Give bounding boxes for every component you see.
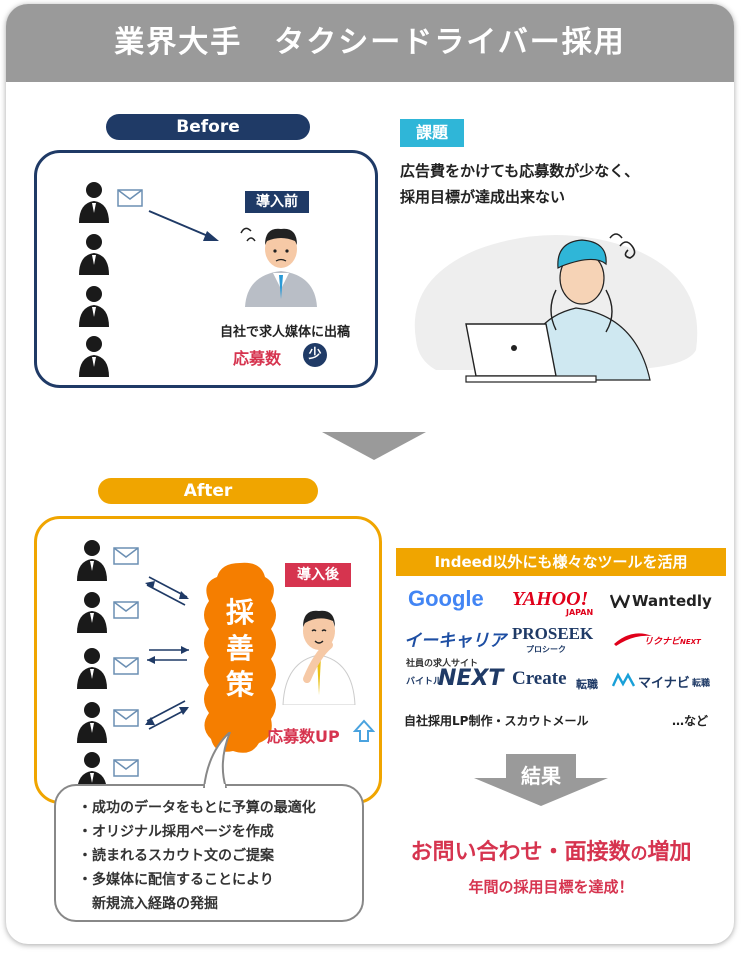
- strategy-list: ・成功のデータをもとに予算の最適化 ・オリジナル採用ページを作成 ・読まれるスカ…: [54, 784, 364, 922]
- baitoru-next-logo: NEXT: [438, 666, 504, 691]
- issue-label: 課題: [400, 119, 464, 147]
- tools-etc: …など: [672, 714, 709, 728]
- rikunabi-logo: リクナビNEXT: [644, 637, 701, 647]
- worried-person-icon: [240, 227, 317, 307]
- mail-icon: [113, 759, 139, 777]
- after-label: After: [98, 478, 318, 504]
- two-way-arrow-icon: [145, 576, 189, 606]
- before-label: Before: [106, 114, 310, 140]
- person-icon: [79, 286, 109, 327]
- list-item: ・成功のデータをもとに予算の最適化: [78, 800, 316, 816]
- yahoo-logo-sub: JAPAN: [566, 608, 594, 617]
- two-way-arrow-icon: [147, 646, 189, 664]
- arrow-icon: [148, 210, 219, 241]
- mail-icon: [117, 189, 143, 207]
- list-item: ・多媒体に配信することにより: [78, 872, 274, 888]
- issue-text-line2: 採用目標が達成出来ない: [400, 188, 566, 206]
- person-icon: [77, 702, 107, 743]
- ecareer-logo: イーキャリア: [404, 631, 506, 651]
- person-icon: [79, 182, 109, 223]
- list-item: ・オリジナル採用ページを作成: [78, 824, 274, 840]
- up-arrow-icon: [353, 719, 375, 742]
- result-label: 結果: [521, 764, 561, 788]
- proseek-logo-sub: プロシーク: [526, 645, 566, 654]
- person-icon: [79, 336, 109, 377]
- mynavi-logo: マイナビ: [638, 676, 690, 691]
- after-tag: 導入後: [285, 563, 351, 587]
- result-headline: お問い合わせ・面接数の増加: [410, 840, 692, 865]
- two-way-arrow-icon: [145, 700, 189, 730]
- proseek-logo: PROSEEK: [512, 624, 594, 643]
- list-item: ・読まれるスカウト文のご提案: [78, 848, 274, 864]
- person-icon: [77, 648, 107, 689]
- create-logo-sub: 転職: [576, 678, 598, 691]
- list-item: 新規流入経路の発掘: [78, 896, 218, 912]
- create-logo: Create: [512, 668, 567, 689]
- after-panel: 採 善 策 導入後 応募数UP: [34, 516, 382, 804]
- before-caption: 自社で求人媒体に出稿: [219, 325, 350, 340]
- google-logo: Google: [408, 586, 484, 611]
- mail-icon: [113, 709, 139, 727]
- tools-banner: Indeed以外にも様々なツールを活用: [396, 548, 726, 576]
- mynavi-icon: [612, 672, 636, 687]
- cloud-char: 善: [225, 632, 254, 665]
- before-panel: 導入前 自社で求人媒体に出稿 応募数 少: [34, 150, 378, 388]
- mynavi-logo-sub: 転職: [692, 679, 711, 689]
- cloud-char: 策: [225, 668, 254, 701]
- mail-icon: [113, 657, 139, 675]
- happy-person-icon: [282, 610, 356, 705]
- result-arrow-icon: [474, 754, 608, 806]
- issue-text-line1: 広告費をかけても応募数が少なく、: [400, 162, 640, 180]
- speech-tail: [202, 732, 231, 788]
- stressed-man-illustration: [414, 233, 698, 383]
- before-tag: 導入前: [245, 191, 309, 213]
- result-sub: 年間の採用目標を達成！: [468, 878, 634, 896]
- infographic-card: 業界大手 タクシードライバー採用 Before 導入前 自社で求人媒体に出稿 応…: [6, 4, 734, 944]
- wantedly-icon: [610, 594, 630, 608]
- strategy-cloud: [204, 562, 276, 753]
- after-count-label: 応募数UP: [267, 727, 340, 746]
- rikunabi-swoosh-icon: [614, 633, 652, 646]
- wantedly-logo: Wantedly: [632, 592, 712, 610]
- page-title: 業界大手 タクシードライバー採用: [6, 4, 734, 82]
- baitoru-tagline: 社員の求人サイト: [406, 659, 479, 669]
- count-badge: 少: [303, 343, 327, 367]
- yahoo-logo: YAHOO!: [512, 588, 589, 610]
- person-icon: [79, 234, 109, 275]
- mail-icon: [113, 547, 139, 565]
- person-icon: [77, 592, 107, 633]
- cloud-char: 採: [225, 596, 254, 629]
- before-count-label: 応募数: [233, 349, 282, 368]
- person-icon: [77, 540, 107, 581]
- mail-icon: [113, 601, 139, 619]
- cloud-text: 採 善 策: [203, 595, 277, 703]
- baitoru-small: バイトル: [406, 677, 443, 687]
- tools-extra: 自社採用LP制作・スカウトメール: [404, 714, 589, 728]
- down-arrow-icon: [322, 432, 426, 460]
